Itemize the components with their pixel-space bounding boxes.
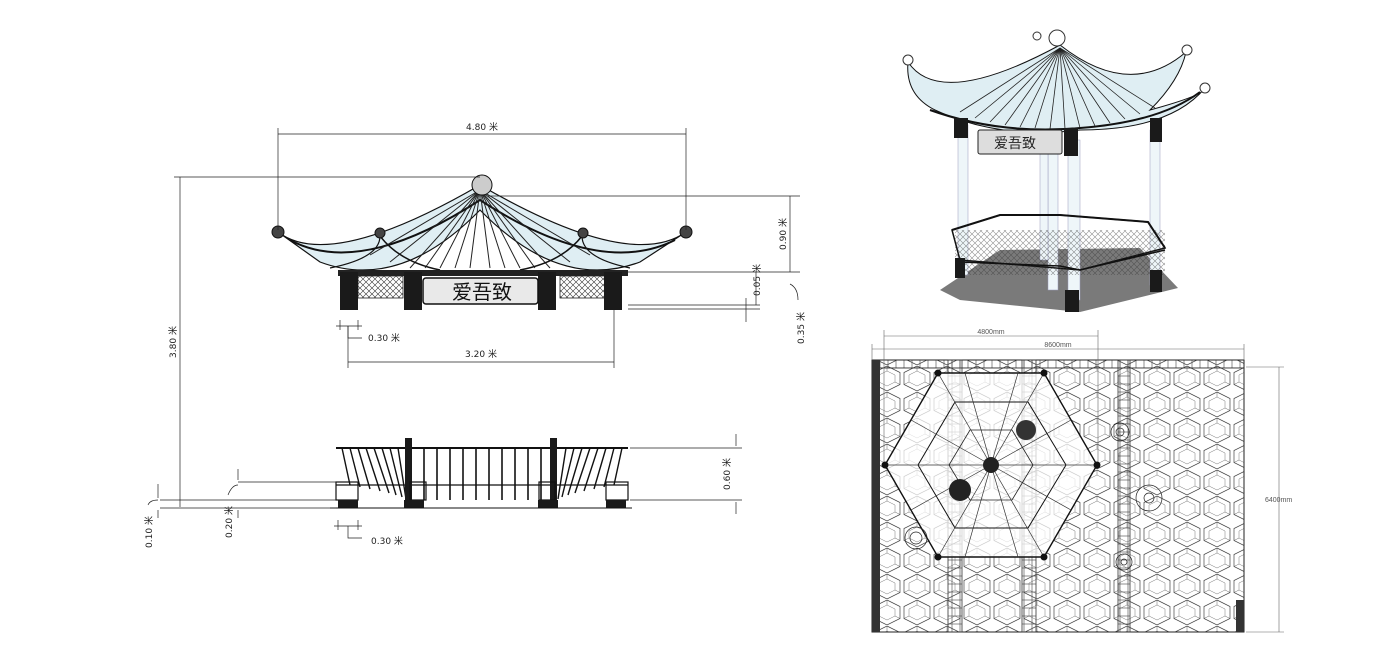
tree-symbols xyxy=(904,422,1163,571)
railing-elevation: 0.60 米 0.10 米 0.20 米 0.30 米 xyxy=(143,434,742,548)
perspective-sign-text: 爱吾致 xyxy=(994,136,1036,152)
dim-roof-height: 0.90 米 xyxy=(777,218,789,250)
dim-site-width: 8600mm xyxy=(1044,342,1071,349)
dim-rail-height: 0.60 米 xyxy=(721,458,733,490)
dim-eave-gap: 0.05 米 xyxy=(751,264,763,296)
dim-base-step: 0.10 米 xyxy=(143,516,155,548)
finial-inner-right xyxy=(577,227,589,239)
top-finial xyxy=(471,174,493,196)
dim-width-top: 4.80 米 xyxy=(466,121,498,133)
dim-seat: 0.20 米 xyxy=(223,506,235,538)
sign-board xyxy=(422,277,539,305)
dimension-lines xyxy=(174,128,800,507)
plan-view: 4800mm 8600mm 6400mm xyxy=(871,329,1292,633)
finial-inner-left xyxy=(374,227,386,239)
columns xyxy=(340,272,622,310)
dim-span: 3.20 米 xyxy=(465,348,497,360)
dim-column: 0.30 米 xyxy=(368,332,400,344)
perspective-sign-board xyxy=(977,129,1063,155)
sign-text: 爱吾致 xyxy=(452,280,512,304)
dim-site-depth: 6400mm xyxy=(1265,497,1292,504)
dim-height-total: 3.80 米 xyxy=(167,326,179,358)
dim-post: 0.30 米 xyxy=(371,535,403,547)
roof xyxy=(277,184,687,271)
perspective-view: 爱吾致 xyxy=(902,29,1211,312)
dim-pavilion-width: 4800mm xyxy=(977,329,1004,336)
dim-beam: 0.35 米 xyxy=(795,312,807,344)
front-elevation: 爱吾致 4.80 米 3.80 米 0.9 xyxy=(167,121,807,507)
dimension-labels: 4.80 米 3.80 米 0.90 米 0.05 米 0.35 米 0.30 … xyxy=(167,121,807,360)
